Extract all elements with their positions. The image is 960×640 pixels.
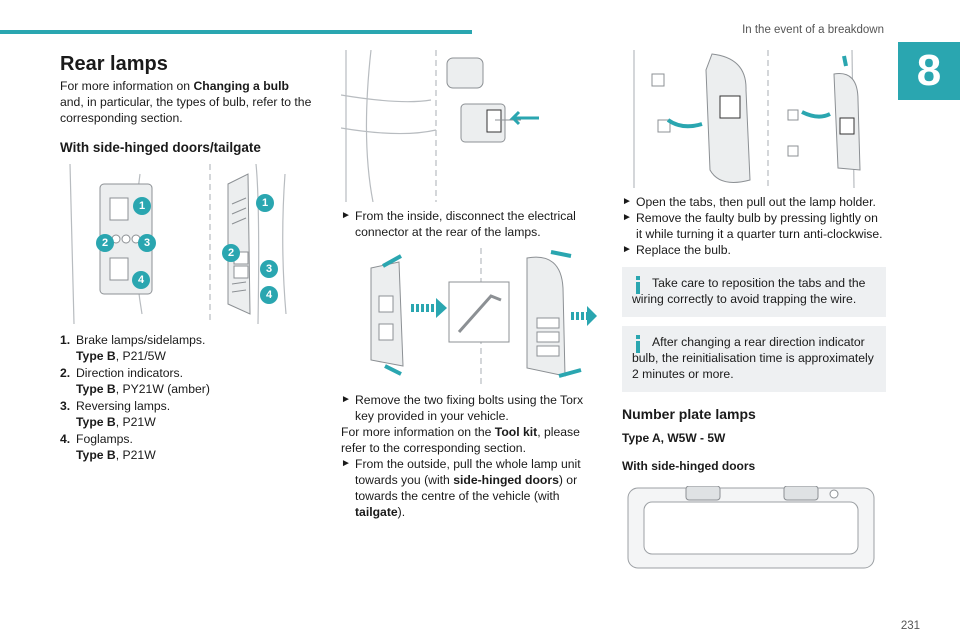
column-right: ► Open the tabs, then pull out the lamp …: [622, 49, 886, 570]
rear-lamp-illustration: [69, 163, 287, 325]
torx-removal-diagram: [341, 248, 603, 388]
header-title: In the event of a breakdown: [742, 24, 884, 36]
number-plate-lamp-illustration: [627, 485, 875, 569]
header-accent-bar: [0, 30, 472, 34]
list-item: 3. Reversing lamps.Type B, P21W: [60, 399, 171, 429]
lamp-holder-diagram: [622, 49, 882, 189]
step-arrow-icon: ►: [341, 394, 351, 405]
step-arrow-icon: ►: [622, 212, 632, 223]
step-open-tabs: ► Open the tabs, then pull out the lamp …: [622, 195, 876, 209]
page-title: Rear lamps: [60, 53, 168, 75]
connector-illustration: [340, 49, 539, 203]
callout-1-left: 1: [133, 197, 151, 215]
step-disconnect: ► From the inside, disconnect the electr…: [341, 209, 576, 239]
step-arrow-icon: ►: [622, 196, 632, 207]
page-number: 231: [900, 620, 920, 632]
info-box-tabs: Take care to reposition the tabs and the…: [622, 267, 886, 317]
link-changing-bulb: Changing a bulb: [193, 79, 289, 93]
step-remove-bolts: ► Remove the two fixing bolts using the …: [341, 393, 584, 423]
callout-2-right: 2: [222, 244, 240, 262]
callout-3-right: 3: [260, 260, 278, 278]
step-replace-bulb: ► Replace the bulb.: [622, 243, 731, 257]
list-item: 2. Direction indicators.Type B, PY21W (a…: [60, 366, 210, 396]
column-middle: ► From the inside, disconnect the electr…: [340, 49, 603, 520]
rear-lamp-diagram: 1 2 3 4 1 2 3 4: [60, 163, 290, 325]
step-arrow-icon: ►: [341, 458, 351, 469]
callout-4-right: 4: [260, 286, 278, 304]
tool-kit-reference: For more information on the Tool kit, pl…: [341, 425, 580, 455]
section-heading-doors: With side-hinged doors/tailgate: [60, 140, 261, 155]
info-icon: [636, 335, 640, 353]
bulb-type-line: Type A, W5W - 5W: [622, 431, 726, 445]
chapter-number-badge: 8: [898, 42, 960, 100]
bulb-list: 1. Brake lamps/sidelamps.Type B, P21/5W …: [60, 332, 315, 463]
intro-paragraph: For more information on Changing a bulb …: [60, 79, 312, 125]
torx-removal-illustration: [370, 248, 597, 388]
callout-3-left: 3: [138, 234, 156, 252]
info-icon: [636, 276, 640, 294]
lamp-holder-illustration: [633, 49, 861, 189]
number-plate-lamp-diagram: [626, 485, 876, 570]
step-pull-unit: ► From the outside, pull the whole lamp …: [341, 457, 581, 519]
subheading-side-hinged: With side-hinged doors: [622, 459, 756, 473]
step-remove-bulb: ► Remove the faulty bulb by pressing lig…: [622, 211, 883, 241]
callout-2-left: 2: [96, 234, 114, 252]
callout-4-left: 4: [132, 271, 150, 289]
step-arrow-icon: ►: [341, 210, 351, 221]
column-left: Rear lamps For more information on Chang…: [60, 53, 315, 464]
list-item: 1. Brake lamps/sidelamps.Type B, P21/5W: [60, 333, 206, 363]
step-arrow-icon: ►: [622, 244, 632, 255]
list-item: 4. Foglamps.Type B, P21W: [60, 432, 156, 462]
link-tool-kit: Tool kit: [494, 425, 538, 439]
info-box-reinitialisation: After changing a rear direction indicato…: [622, 326, 886, 392]
callout-1-right: 1: [256, 194, 274, 212]
section-heading-number-plate: Number plate lamps: [622, 406, 756, 422]
connector-diagram: [340, 49, 541, 203]
